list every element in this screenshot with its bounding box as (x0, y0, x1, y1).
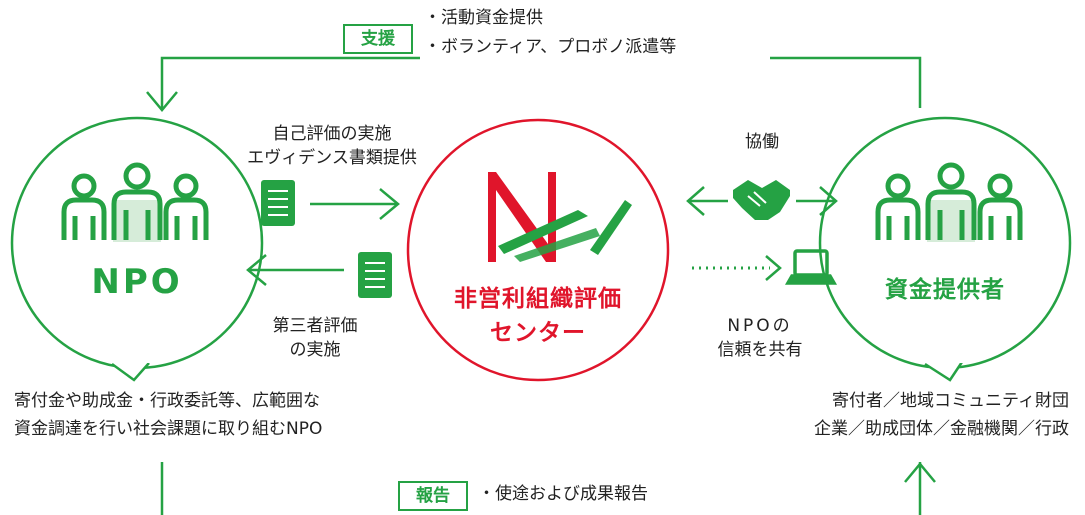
report-arrow (160, 462, 936, 515)
center-logo-icon (488, 172, 632, 262)
funder-label: 資金提供者 (885, 277, 1005, 303)
center-label-line2: センター (490, 320, 586, 346)
center-to-npo-label-1: 第三者評価 (272, 316, 358, 336)
document-icon-upper (261, 180, 295, 226)
trust-label-1: NPOの (727, 316, 793, 336)
center-label: 非営利組織評価 センター (418, 282, 658, 350)
report-tag: 報告 (398, 481, 468, 511)
trust-arrow (692, 255, 782, 281)
laptop-icon (784, 249, 838, 285)
center-to-npo-label-2: の実施 (289, 340, 341, 360)
document-icon-lower (358, 252, 392, 298)
funder-people-icon (875, 162, 1023, 242)
report-item: ・使途および成果報告 (478, 484, 648, 504)
npo-people-icon (61, 162, 209, 242)
center-label-line1: 非営利組織評価 (454, 286, 622, 312)
npo-caption-line2: 資金調達を行い社会課題に取り組むNPO (14, 419, 323, 439)
trust-label-2: 信頼を共有 (717, 340, 803, 360)
support-tag: 支援 (343, 24, 413, 54)
support-item-volunteer: ・ボランティア、プロボノ派遣等 (424, 37, 677, 57)
collaboration-label: 協働 (745, 132, 779, 152)
collaboration-arrow (686, 186, 838, 216)
npo-caption-line1: 寄付金や助成金・行政委託等、広範囲な (14, 391, 320, 411)
support-arrow (146, 56, 922, 112)
handshake-icon (733, 180, 790, 220)
npo-to-center-label-2: エヴィデンス書類提供 (247, 148, 417, 168)
funder-caption-line1: 寄付者／地域コミュニティ財団 (832, 391, 1069, 411)
arrow-npo-to-center (310, 188, 400, 220)
npo-label: NPO (91, 262, 183, 302)
support-item-funding: ・活動資金提供 (424, 8, 543, 28)
funder-bubble (818, 116, 1072, 382)
npo-to-center-label-1: 自己評価の実施 (272, 124, 392, 144)
arrow-center-to-npo (246, 254, 344, 286)
funder-caption-line2: 企業／助成団体／金融機関／行政 (814, 419, 1069, 439)
